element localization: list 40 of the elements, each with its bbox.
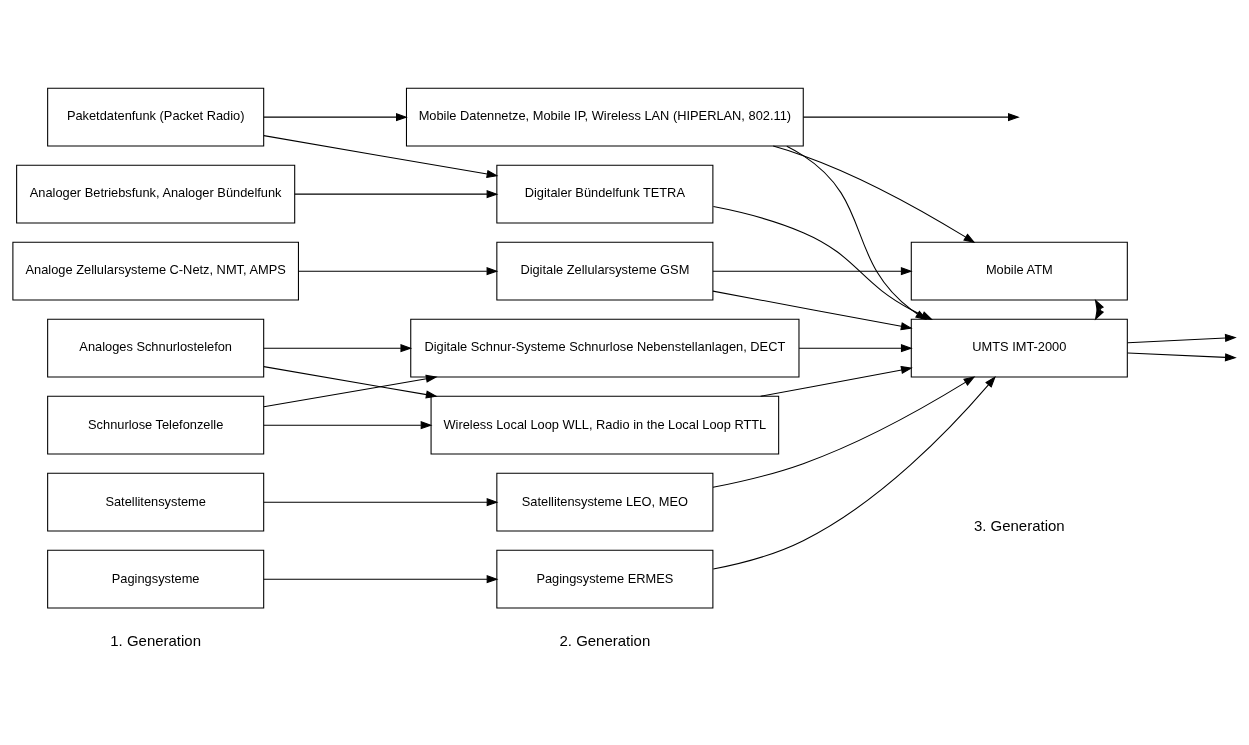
node-box: UMTS IMT-2000: [910, 318, 1128, 378]
node-box: Mobile ATM: [910, 241, 1128, 301]
node-box: Pagingsysteme ERMES: [496, 549, 714, 609]
arrow: [294, 190, 499, 199]
arrow: [772, 145, 976, 244]
arrow: [712, 376, 976, 488]
arrow: [263, 575, 499, 584]
node-box: Analoge Zellularsysteme C-Netz, NMT, AMPS: [12, 241, 299, 301]
arrow: [263, 113, 408, 122]
node-box: Schnurlose Telefonzelle: [47, 395, 265, 455]
arrow: [263, 498, 499, 507]
arrow: [263, 421, 433, 430]
arrow: [1094, 298, 1105, 321]
arrow: [802, 113, 1020, 122]
arrow: [263, 344, 413, 353]
node-box: Wireless Local Loop WLL, Radio in the Local Loop RTTL: [430, 395, 780, 455]
node-box: Analoger Betriebsfunk, Analoger Bündelfunk: [16, 164, 296, 224]
arrow: [263, 366, 438, 399]
arrow: [263, 135, 499, 179]
arrow: [1127, 352, 1237, 362]
label: 1. Generation: [110, 632, 202, 650]
node-box: Analoges Schnurlostelefon: [47, 318, 265, 378]
label: 3. Generation: [973, 516, 1065, 534]
arrow: [712, 290, 913, 331]
node-box: Digitale Schnur-Systeme Schnurlose Nebenstellanlagen, DECT: [410, 318, 800, 378]
node-box: Satellitensysteme LEO, MEO: [496, 472, 714, 532]
node-box: Mobile Datennetze, Mobile IP, Wireless LAN (HIPERLAN, 802.11): [405, 87, 804, 147]
node-box: Digitale Zellularsysteme GSM: [496, 241, 714, 301]
label: 2. Generation: [559, 632, 651, 650]
node-box: Paketdatenfunk (Packet Radio): [47, 87, 265, 147]
node-box: Digitaler Bündelfunk TETRA: [496, 164, 714, 224]
arrow: [760, 365, 913, 397]
node-box: Satellitensysteme: [47, 472, 265, 532]
arrow: [1127, 333, 1237, 344]
node-box: Pagingsysteme: [47, 549, 265, 609]
arrow: [712, 267, 913, 276]
arrow: [712, 376, 996, 570]
arrow: [798, 344, 913, 353]
arrow: [297, 267, 499, 276]
arrow: [263, 374, 438, 408]
